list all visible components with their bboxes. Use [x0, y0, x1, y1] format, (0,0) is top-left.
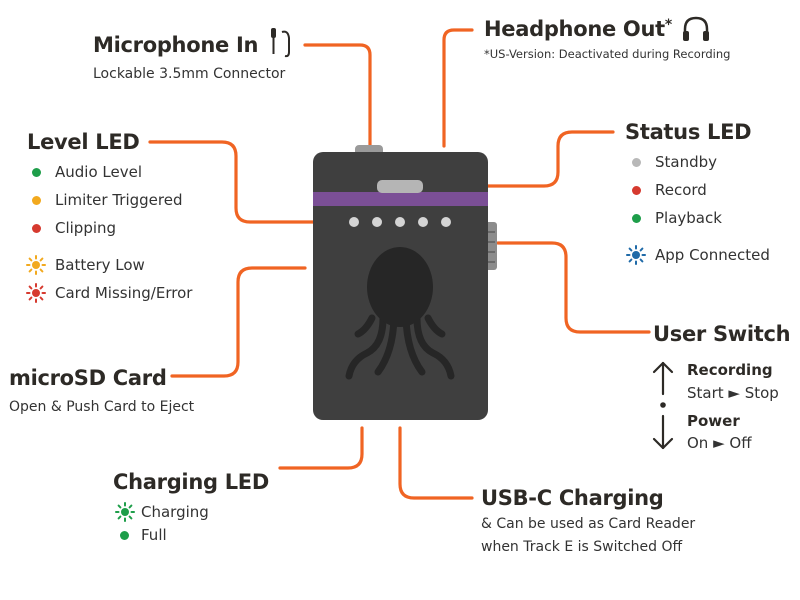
usb-c-line2: when Track E is Switched Off	[481, 539, 683, 555]
status-led-standby: Standby	[655, 153, 718, 171]
level-led-limiter: Limiter Triggered	[55, 191, 183, 209]
green-dot-icon	[632, 214, 641, 223]
leader-status-led	[432, 130, 615, 188]
headphone-title: Headphone Out*	[484, 17, 672, 41]
status-led-app-connected: App Connected	[655, 246, 770, 264]
green-dot-icon	[120, 531, 129, 540]
recorder-device	[313, 145, 497, 420]
status-led-title: Status LED	[625, 120, 752, 144]
leader-microsd	[170, 266, 307, 378]
level-led-title: Level LED	[27, 130, 140, 154]
level-led-clipping: Clipping	[55, 219, 117, 237]
leader-level-led	[148, 140, 340, 224]
blinking-green-sun-icon	[115, 502, 135, 522]
level-led-5	[441, 217, 451, 227]
headphone-note: *US-Version: Deactivated during Recordin…	[484, 47, 731, 61]
red-dot-icon	[32, 224, 41, 233]
microsd-title: microSD Card	[9, 366, 167, 390]
user-switch-power-action: On ► Off	[687, 434, 752, 452]
status-led-playback: Playback	[655, 209, 722, 227]
level-led-audio-level: Audio Level	[55, 163, 142, 181]
leader-charging	[278, 426, 364, 470]
usb-c-line1: & Can be used as Card Reader	[481, 516, 696, 532]
user-switch-recording-label: Recording	[687, 361, 773, 379]
microphone-title: Microphone In	[93, 33, 259, 57]
level-led-battery-low: Battery Low	[55, 256, 145, 274]
charging-led-title: Charging LED	[113, 470, 269, 494]
headphone-asterisk: *	[664, 17, 672, 33]
blinking-blue-sun-icon	[626, 245, 646, 265]
level-led-4	[418, 217, 428, 227]
leader-usb	[398, 426, 474, 500]
leader-user-switch	[496, 241, 651, 334]
charging-led-full: Full	[141, 526, 167, 544]
leader-lines	[148, 28, 651, 500]
usb-c-title: USB-C Charging	[481, 486, 664, 510]
yellow-dot-icon	[32, 196, 41, 205]
user-switch-power-label: Power	[687, 412, 740, 430]
level-led-card-error: Card Missing/Error	[55, 284, 193, 302]
level-led-2	[372, 217, 382, 227]
charging-led-charging: Charging	[141, 503, 209, 521]
status-led-record: Record	[655, 181, 707, 199]
microphone-subtitle: Lockable 3.5mm Connector	[93, 66, 286, 82]
leader-microphone	[303, 43, 372, 150]
octopus-head	[367, 247, 433, 327]
headphone-title-text: Headphone Out	[484, 17, 665, 41]
user-switch-recording-action: Start ► Stop	[687, 384, 779, 402]
microphone-jack-icon	[271, 28, 290, 58]
microsd-subtitle: Open & Push Card to Eject	[9, 399, 195, 415]
user-switch-title: User Switch	[653, 322, 791, 346]
headphones-icon	[683, 16, 709, 41]
level-led-3	[395, 217, 405, 227]
status-led-indicator	[377, 180, 423, 193]
red-dot-icon	[632, 186, 641, 195]
level-led-1	[349, 217, 359, 227]
blinking-red-sun-icon	[26, 283, 46, 303]
device-band	[313, 192, 488, 206]
grey-dot-icon	[632, 158, 641, 167]
blinking-yellow-sun-icon	[26, 255, 46, 275]
green-dot-icon	[32, 168, 41, 177]
leader-headphone	[442, 28, 474, 148]
up-down-arrow-icon	[652, 361, 674, 450]
